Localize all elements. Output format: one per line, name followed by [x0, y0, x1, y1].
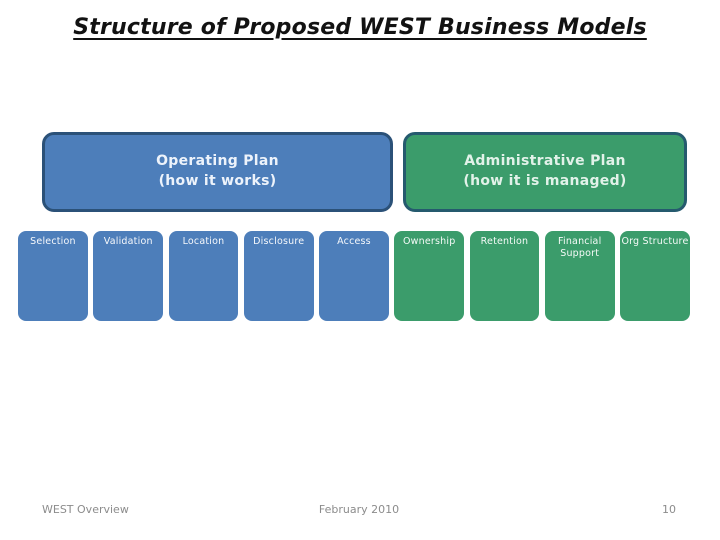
card-financial-support: Financial Support [544, 231, 615, 321]
footer-page-number: 10 [662, 503, 676, 516]
administrative-plan-subtitle: (how it is managed) [463, 173, 627, 189]
card-retention: Retention [469, 231, 540, 321]
card-access: Access [319, 231, 389, 321]
slide-title: Structure of Proposed WEST Business Mode… [73, 15, 647, 40]
operating-plan-box: Operating Plan (how it works) [42, 132, 393, 212]
administrative-plan-title: Administrative Plan [464, 153, 626, 170]
category-cards-row: Selection Validation Location Disclosure… [18, 231, 690, 321]
administrative-plan-box: Administrative Plan (how it is managed) [403, 132, 687, 212]
card-ownership: Ownership [394, 231, 465, 321]
card-location: Location [168, 231, 239, 321]
operating-plan-title: Operating Plan [156, 153, 279, 170]
slide-footer: WEST Overview February 2010 10 [42, 503, 676, 521]
footer-date: February 2010 [318, 503, 400, 516]
card-disclosure: Disclosure [243, 231, 314, 321]
footer-deck-title: WEST Overview [42, 503, 129, 516]
card-validation: Validation [93, 231, 164, 321]
card-org-structure: Org Structure [620, 231, 690, 321]
card-selection: Selection [18, 231, 88, 321]
operating-plan-subtitle: (how it works) [158, 173, 277, 189]
